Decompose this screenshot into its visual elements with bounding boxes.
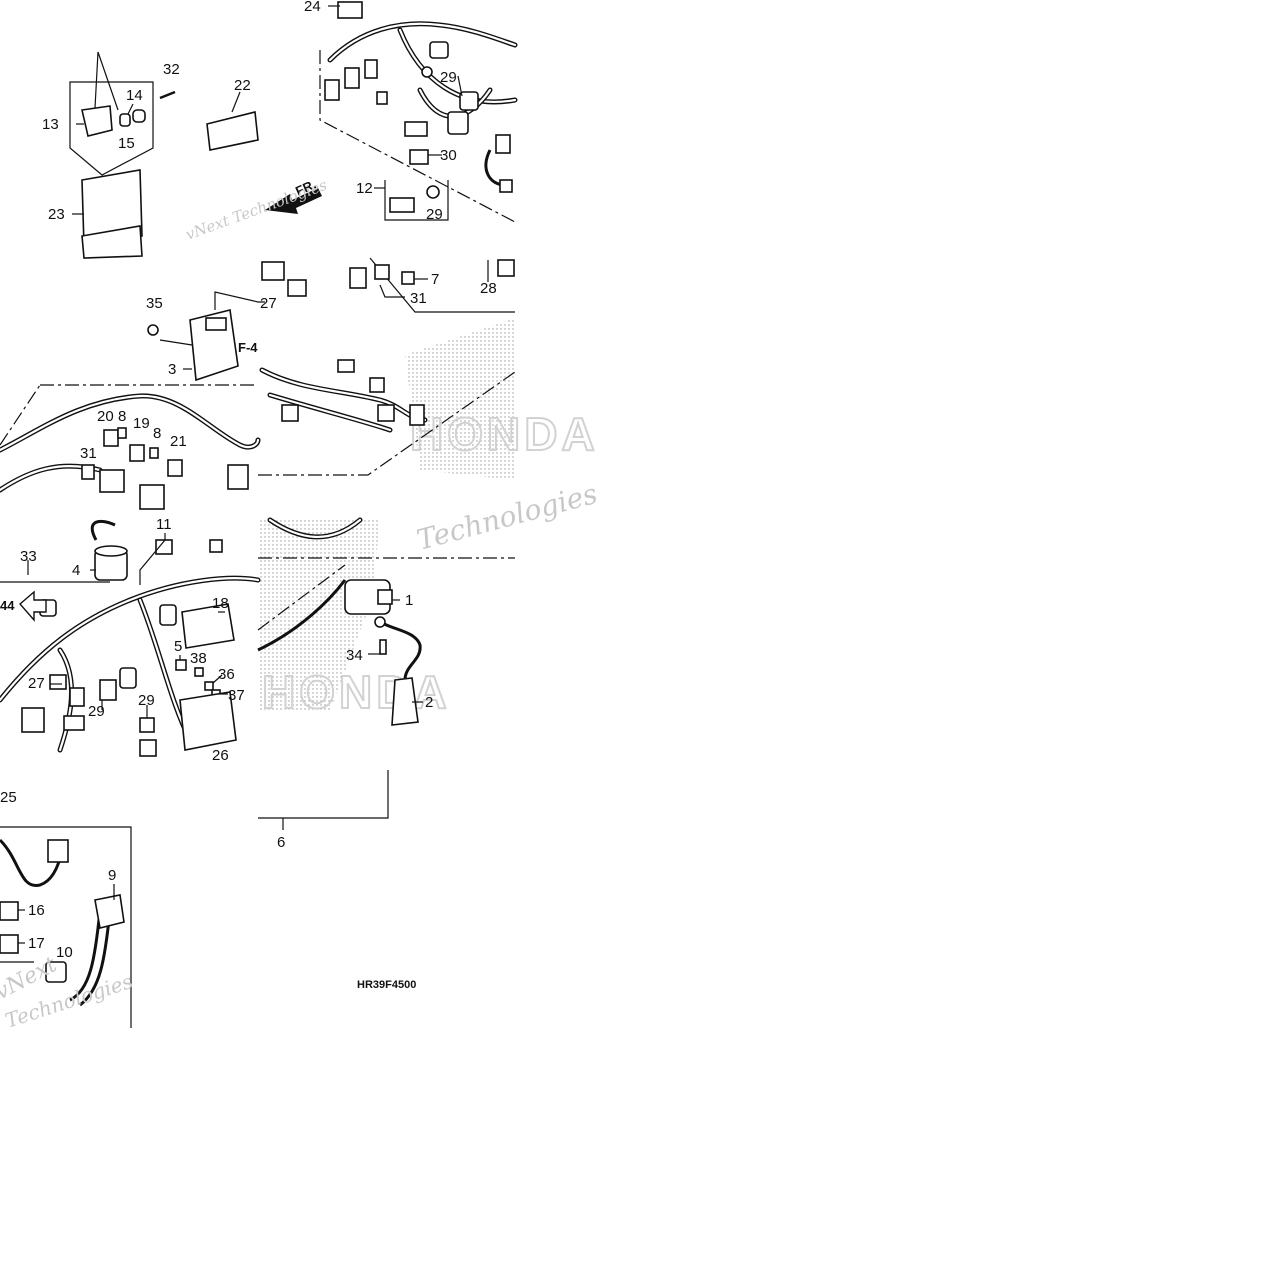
callouts: 1 2 3 4 5 6 7 8 8 9 10 11 12 13 14 15 16… — [0, 0, 497, 961]
leader-lines — [18, 5, 489, 944]
callout-11: 11 — [156, 516, 172, 533]
callout-38: 38 — [190, 650, 207, 667]
callout-14: 14 — [126, 87, 143, 104]
brand-mark-text-lower: HONDA — [262, 666, 451, 718]
callout-6: 6 — [277, 834, 285, 851]
callout-18: 18 — [212, 595, 229, 612]
callout-31b: 31 — [80, 445, 97, 462]
callout-29d: 29 — [138, 692, 155, 709]
callout-2: 2 — [425, 694, 433, 711]
callout-21: 21 — [170, 433, 187, 450]
callout-29a: 29 — [440, 69, 457, 86]
callout-28: 28 — [480, 280, 497, 297]
brand-logo-panel-mid: HONDA — [405, 318, 599, 480]
callout-34: 34 — [346, 647, 363, 664]
callout-12: 12 — [356, 180, 373, 197]
callout-33: 33 — [20, 548, 37, 565]
callout-20: 20 — [97, 408, 114, 425]
callout-26: 26 — [212, 747, 229, 764]
callout-31a: 31 — [410, 290, 427, 307]
front-direction-arrow: FR. — [265, 177, 322, 214]
relay-13 — [81, 105, 113, 137]
callout-17: 17 — [28, 935, 45, 952]
callout-10: 10 — [56, 944, 73, 961]
callout-35: 35 — [146, 295, 163, 312]
section-reference: F-4 — [238, 340, 258, 355]
wire-harness — [0, 21, 518, 1007]
callout-29c: 29 — [88, 703, 105, 720]
callout-25: 25 — [0, 789, 17, 806]
callout-4: 4 — [72, 562, 80, 579]
relay-20 — [103, 429, 119, 447]
callout-3: 3 — [168, 361, 176, 378]
callout-37: 37 — [228, 687, 245, 704]
callout-8b: 8 — [153, 425, 161, 442]
callout-24: 24 — [304, 0, 321, 15]
connector-11 — [155, 539, 173, 555]
callout-27b: 27 — [28, 675, 45, 692]
callout-1: 1 — [405, 592, 413, 609]
section-ref-number: 44 — [0, 598, 15, 613]
callout-27a: 27 — [260, 295, 277, 312]
callout-30: 30 — [440, 147, 457, 164]
relay-21 — [167, 459, 183, 477]
fuse-box-18 — [181, 603, 235, 649]
callout-23: 23 — [48, 206, 65, 223]
callout-19: 19 — [133, 415, 150, 432]
callout-15: 15 — [118, 135, 135, 152]
frame-lines — [0, 50, 516, 1028]
plug-cap-2 — [391, 677, 419, 726]
brand-mark-text: HONDA — [410, 408, 599, 460]
callout-36: 36 — [218, 666, 235, 683]
control-unit-23 — [81, 169, 143, 247]
fuse-block-26 — [179, 691, 237, 751]
components — [0, 1, 515, 983]
connector-24 — [337, 1, 363, 19]
switch-16 — [0, 901, 19, 921]
bolt-34 — [379, 639, 387, 655]
cover-22 — [206, 111, 259, 151]
watermark-vnext: vNext Technologies — [183, 176, 329, 244]
fuse-5 — [175, 659, 187, 671]
callout-13: 13 — [42, 116, 59, 133]
relay-19 — [129, 444, 145, 462]
section-ref-arrow: 44 — [0, 590, 47, 622]
callout-29b: 29 — [426, 206, 443, 223]
cap-10 — [45, 961, 67, 983]
switch-17 — [0, 934, 19, 954]
callout-7: 7 — [431, 271, 439, 288]
watermark-technologies: Technologies — [413, 477, 601, 557]
callout-9: 9 — [108, 867, 116, 884]
callout-32: 32 — [163, 61, 180, 78]
terminal-cover-9 — [94, 894, 125, 929]
callout-16: 16 — [28, 902, 45, 919]
callout-8a: 8 — [118, 408, 126, 425]
callout-22: 22 — [234, 77, 251, 94]
drawing-code: HR39F4500 — [357, 979, 416, 991]
callout-5: 5 — [174, 638, 182, 655]
